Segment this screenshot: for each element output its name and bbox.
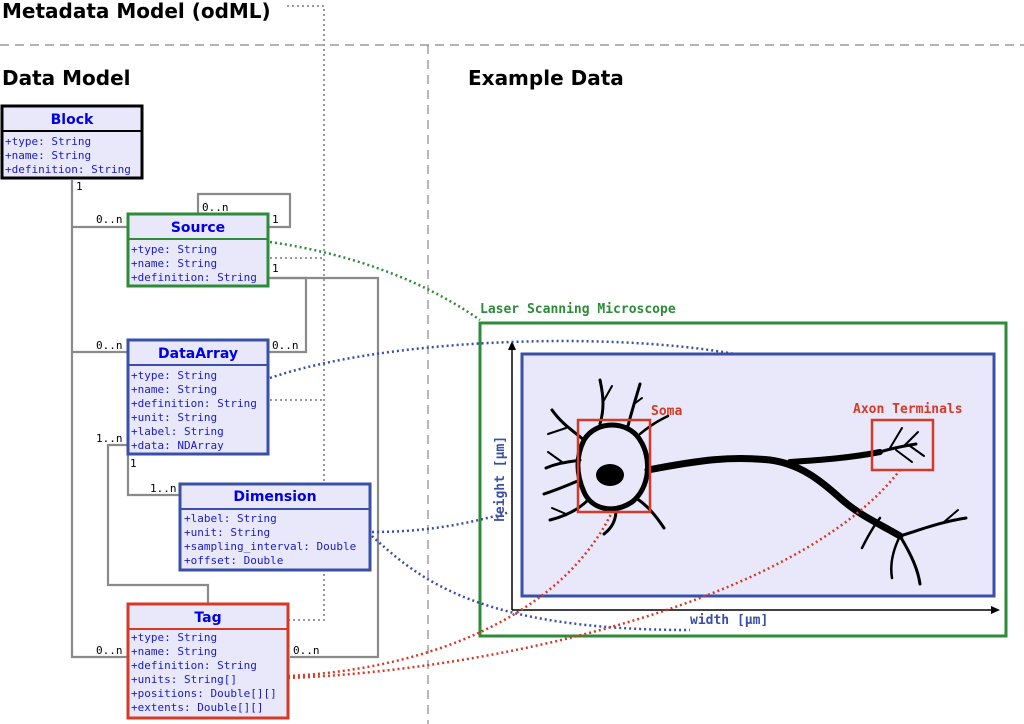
odml-links <box>270 5 325 621</box>
class-attr: +units: String[] <box>131 673 237 686</box>
class-attr: +definition: String <box>131 397 257 410</box>
axon-label: Axon Terminals <box>853 402 963 417</box>
class-source: Source +type: String +name: String +defi… <box>126 212 270 288</box>
x-axis-label: width [µm] <box>690 613 768 628</box>
class-attr: +unit: String <box>131 411 217 424</box>
class-title: Tag <box>194 610 221 626</box>
class-block: Block +type: String +name: String +defin… <box>0 104 144 180</box>
class-attr: +sampling_interval: Double <box>184 540 356 553</box>
class-attr: +name: String <box>131 645 217 658</box>
mult-source-self-many: 0..n <box>202 201 229 214</box>
class-attr: +definition: String <box>131 271 257 284</box>
class-tag: Tag +type: String +name: String +definit… <box>126 602 290 720</box>
mult-source-many: 0..n <box>96 213 123 226</box>
class-attr: +name: String <box>131 257 217 270</box>
axon-region <box>870 418 935 472</box>
class-attr: +type: String <box>5 135 91 148</box>
mult-dataarray-many: 0..n <box>96 339 123 352</box>
soma-label: Soma <box>651 404 682 419</box>
class-attr: +type: String <box>131 243 217 256</box>
metadata-model-heading: Metadata Model (odML) <box>2 0 271 23</box>
class-attr: +type: String <box>131 369 217 382</box>
class-attr: +name: String <box>131 383 217 396</box>
data-model-heading: Data Model <box>2 66 131 90</box>
microscope-label: Laser Scanning Microscope <box>480 302 676 317</box>
mult-dataarray-one: 1 <box>130 457 137 470</box>
class-attr: +positions: Double[][] <box>131 687 277 700</box>
soma-region <box>576 418 652 514</box>
class-attr: +definition: String <box>131 659 257 672</box>
class-attr: +type: String <box>131 631 217 644</box>
class-attr: +definition: String <box>5 163 131 176</box>
mult-source-one: 1 <box>272 262 279 275</box>
y-axis-label: height [µm] <box>493 436 508 522</box>
class-title: Source <box>171 220 225 236</box>
class-dataarray: DataArray +type: String +name: String +d… <box>126 338 270 456</box>
plot-axes <box>508 341 1000 614</box>
class-title: Block <box>51 112 94 128</box>
connector-curves <box>269 240 901 680</box>
mult-dimension-many: 1..n <box>150 482 177 495</box>
class-attr: +offset: Double <box>184 554 283 567</box>
class-attr: +extents: Double[][] <box>131 701 263 714</box>
class-dimension: Dimension +label: String +unit: String +… <box>178 482 372 572</box>
class-attr: +label: String <box>184 512 277 525</box>
mult-source-self-one: 1 <box>272 213 279 226</box>
class-attr: +data: NDArray <box>131 439 224 452</box>
class-attr: +label: String <box>131 425 224 438</box>
class-title: DataArray <box>158 346 238 362</box>
class-attr: +name: String <box>5 149 91 162</box>
class-attr: +unit: String <box>184 526 270 539</box>
mult-block-one: 1 <box>76 180 83 193</box>
mult-tag-many: 0..n <box>96 644 123 657</box>
mult-tag-src-many: 0..n <box>293 644 320 657</box>
example-data-heading: Example Data <box>468 66 624 90</box>
association-lines <box>70 180 380 659</box>
mult-tag-da-many: 1..n <box>96 432 123 445</box>
class-title: Dimension <box>233 489 316 505</box>
mult-dataarray-src-many: 0..n <box>272 339 299 352</box>
